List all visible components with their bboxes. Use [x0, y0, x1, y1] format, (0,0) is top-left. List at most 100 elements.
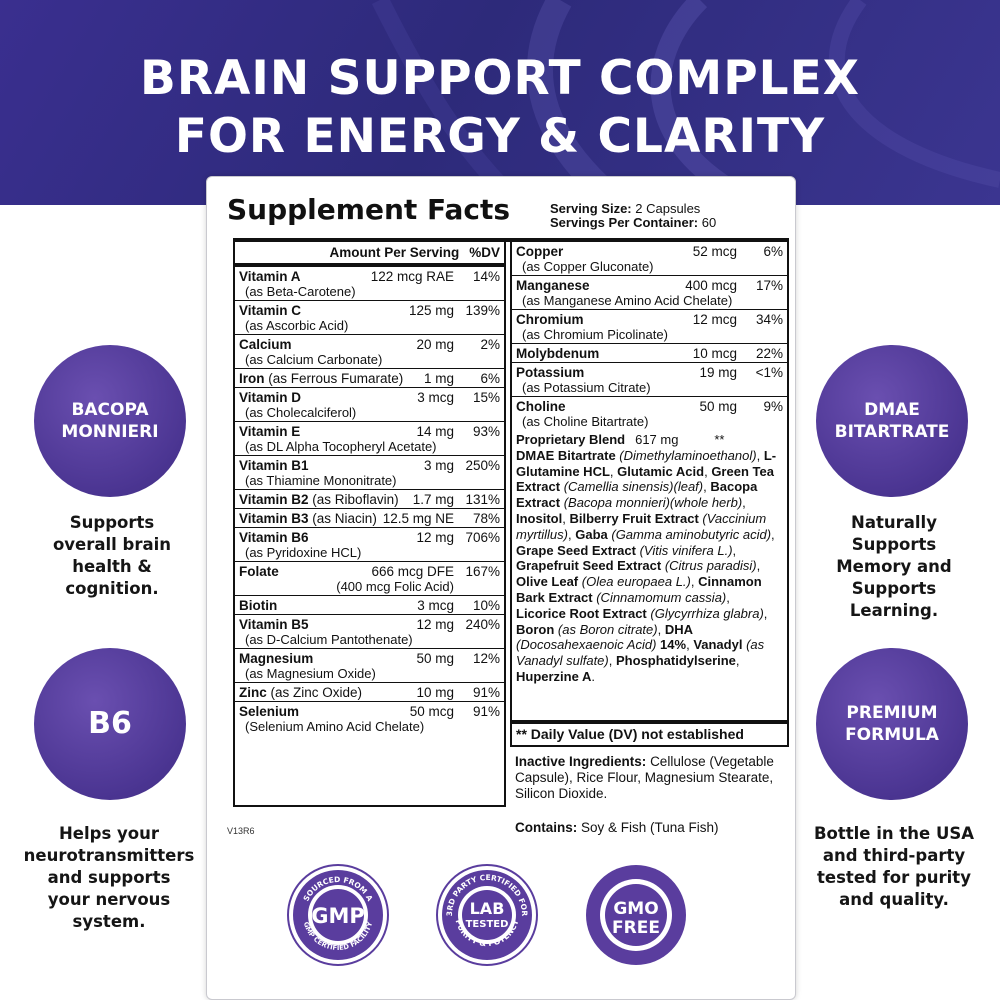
- feature-line: Learning.: [849, 601, 939, 620]
- serving-size-value: 2 Capsules: [635, 201, 701, 216]
- gmp-seal-icon: SOURCED FROM A GMP CERTIFIED FACILITY GM…: [287, 864, 389, 966]
- nutrient-inline-source: (as Zinc Oxide): [270, 685, 363, 700]
- serving-size-label: Serving Size:: [550, 201, 632, 216]
- blend-ingredient-name: Bilberry Fruit Extract: [569, 510, 699, 526]
- nutrient-name-text: Calcium: [239, 337, 292, 352]
- nutrient-amount: 3 mg: [423, 458, 454, 473]
- feature-line: and quality.: [839, 890, 949, 909]
- feature-line: Supports: [851, 535, 937, 554]
- nutrient-inline-source: (as Riboflavin): [312, 492, 399, 507]
- inactive-ingredients: Inactive Ingredients: Cellulose (Vegetab…: [515, 754, 791, 802]
- nutrient-amount: 666 mcg DFE: [371, 564, 454, 579]
- nutrient-dv: 2%: [480, 337, 500, 352]
- nutrient-name: Molybdenum: [516, 346, 599, 361]
- blend-separator: ,: [756, 447, 764, 463]
- feature-line: system.: [72, 912, 146, 931]
- blend-separator: ,: [756, 558, 761, 574]
- nutrient-dv: 34%: [755, 312, 783, 327]
- blend-separator: ,: [608, 653, 616, 669]
- nutrient-name: Copper: [516, 244, 563, 259]
- feature-line: Helps your: [58, 824, 159, 843]
- blend-ingredient-latin: (Citrus paradisi): [661, 558, 757, 574]
- blend-ingredient-name: Green Tea Extract: [516, 463, 774, 495]
- blend-ingredient-latin: (as Boron citrate): [554, 621, 658, 637]
- feature-circle-b6: B6: [34, 648, 186, 800]
- nutrient-dv: 6%: [480, 371, 500, 386]
- nutrient-name: Folate: [239, 564, 279, 579]
- nutrient-source: (as Beta-Carotene): [245, 284, 356, 299]
- nutrient-name-text: Vitamin B5: [239, 617, 309, 632]
- nutrient-amount: 20 mg: [416, 337, 454, 352]
- nutrient-main-line: Calcium 20 mg 2%: [239, 337, 500, 352]
- nutrient-source: (as Cholecalciferol): [245, 405, 357, 420]
- nutrient-name-text: Manganese: [516, 278, 590, 293]
- blend-ingredient-latin: (as Vanadyl sulfate): [516, 637, 765, 669]
- feature-line: neurotransmitters: [23, 846, 195, 865]
- nutrient-amount: 50 mg: [416, 651, 454, 666]
- nutrient-name-text: Magnesium: [239, 651, 314, 666]
- nutrient-source: (as Pyridoxine HCL): [245, 545, 362, 560]
- feature-line: Naturally: [851, 513, 937, 532]
- nutrient-dv: 10%: [472, 598, 500, 613]
- nutrient-name-text: Vitamin B6: [239, 530, 309, 545]
- nutrient-amount: 12 mg: [416, 530, 454, 545]
- nutrient-name: Vitamin B2 (as Riboflavin): [239, 492, 399, 507]
- blend-ingredient-name: Inositol: [516, 510, 563, 526]
- blend-ingredient-latin: (Glycyrrhiza glabra): [646, 605, 764, 621]
- blend-ingredient-latin: (Vitis vinifera L.): [635, 542, 733, 558]
- nutrient-name: Potassium: [516, 365, 584, 380]
- nutrient-name-text: Vitamin C: [239, 303, 302, 318]
- blend-ingredient-name: Huperzine A: [516, 668, 592, 684]
- nutrient-name-text: Biotin: [239, 598, 278, 613]
- nutrient-amount: 12 mg: [416, 617, 454, 632]
- nutrient-name: Chromium: [516, 312, 584, 327]
- blend-separator: ,: [657, 621, 665, 637]
- lab-center-line1: LAB: [470, 899, 505, 918]
- nutrient-name: Calcium: [239, 337, 292, 352]
- blend-separator: ,: [726, 589, 730, 605]
- nutrient-name-text: Selenium: [239, 704, 300, 719]
- feature-line: Bottle in the USA: [813, 824, 975, 843]
- nutrient-name-text: Zinc: [239, 685, 267, 700]
- nutrient-amount: 52 mcg: [692, 244, 737, 259]
- blend-ingredient-name: 14%: [656, 637, 687, 653]
- nutrient-amount: 50 mg: [699, 399, 737, 414]
- nutrient-name-text: Choline: [516, 399, 566, 414]
- nutrient-source: (as Manganese Amino Acid Chelate): [522, 293, 733, 308]
- nutrient-dv: 91%: [472, 685, 500, 700]
- nutrient-dv: 14%: [472, 269, 500, 284]
- nutrient-source: (as D-Calcium Pantothenate): [245, 632, 413, 647]
- blend-separator: ,: [742, 495, 746, 511]
- feature-line: and supports: [47, 868, 171, 887]
- feature-line: cognition.: [65, 579, 159, 598]
- nutrient-source: (as Copper Gluconate): [522, 259, 654, 274]
- nutrient-source: (as Chromium Picolinate): [522, 327, 668, 342]
- nutrient-name: Vitamin B5: [239, 617, 309, 632]
- feature-line: Memory and: [836, 557, 952, 576]
- nutrient-amount: 50 mcg: [409, 704, 454, 719]
- dv-note: ** Daily Value (DV) not established: [512, 720, 787, 745]
- feature-circle-label: B6: [88, 706, 132, 741]
- blend-separator: ,: [703, 479, 711, 495]
- nutrient-name: Vitamin B1: [239, 458, 309, 473]
